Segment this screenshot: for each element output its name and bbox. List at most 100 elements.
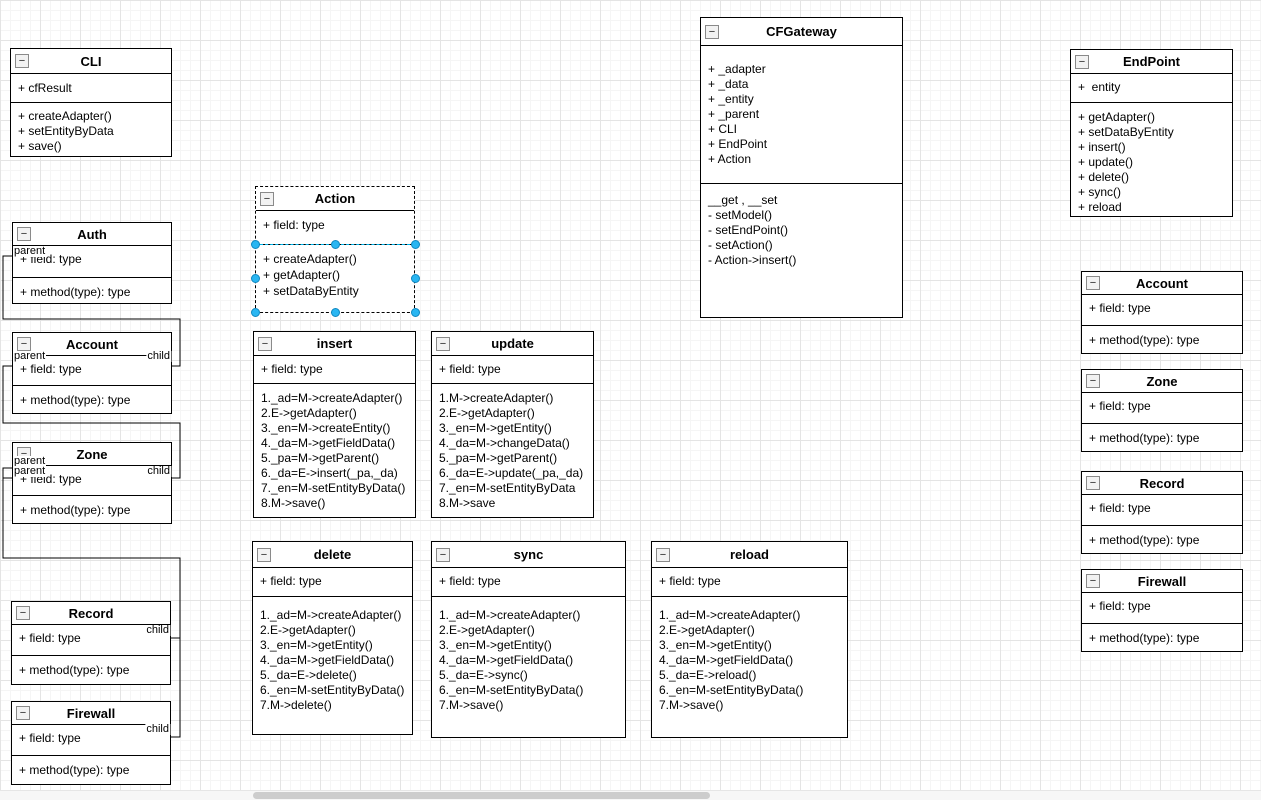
method-row[interactable]: - Action->insert() bbox=[708, 253, 797, 267]
method-row[interactable]: 4._da=M->getFieldData() bbox=[659, 653, 794, 667]
method-row[interactable]: 4._da=M->getFieldData() bbox=[261, 436, 396, 450]
method-row[interactable]: 5._pa=M->getParent() bbox=[439, 451, 558, 465]
selection-handle-e[interactable] bbox=[410, 274, 420, 283]
collapse-icon[interactable]: − bbox=[1075, 54, 1089, 69]
method-row[interactable]: - setEndPoint() bbox=[708, 223, 789, 237]
attribute-row[interactable]: + _adapter bbox=[708, 62, 766, 76]
edge-label-parent[interactable]: parent bbox=[13, 350, 47, 362]
methods-section[interactable]: + method(type): type bbox=[13, 386, 171, 413]
edge-label-child[interactable]: child bbox=[146, 350, 171, 362]
method-row[interactable]: 2.E->getAdapter() bbox=[260, 623, 356, 637]
selection-handle-s[interactable] bbox=[330, 308, 340, 317]
attributes-section[interactable]: + field: type bbox=[12, 625, 170, 656]
class-title-bar[interactable]: −reload bbox=[652, 542, 847, 568]
attribute-row[interactable]: + cfResult bbox=[18, 81, 72, 95]
methods-section[interactable]: + getAdapter()+ setDataByEntity+ insert(… bbox=[1071, 103, 1232, 216]
attributes-section[interactable]: + field: type bbox=[432, 356, 593, 384]
method-row[interactable]: 3._en=M->getEntity() bbox=[659, 638, 772, 652]
methods-section[interactable]: + method(type): type bbox=[1082, 624, 1242, 651]
class-record-left[interactable]: −Record + field: type + method(type): type bbox=[11, 601, 171, 685]
methods-section[interactable]: + method(type): type bbox=[1082, 326, 1242, 353]
horizontal-scrollbar-thumb[interactable] bbox=[253, 792, 710, 799]
attribute-row[interactable]: + field: type bbox=[1089, 599, 1151, 613]
class-firewall-right[interactable]: −Firewall + field: type + method(type): ty… bbox=[1081, 569, 1243, 652]
method-row[interactable]: + delete() bbox=[1078, 170, 1130, 184]
attribute-row[interactable]: + field: type bbox=[19, 731, 81, 745]
attributes-section[interactable]: + field: type bbox=[432, 568, 625, 597]
method-row[interactable]: 5._da=E->reload() bbox=[659, 668, 757, 682]
class-title-bar[interactable]: −Record bbox=[1082, 472, 1242, 495]
methods-section[interactable]: + method(type): type bbox=[13, 278, 171, 303]
method-row[interactable]: 2.E->getAdapter() bbox=[439, 406, 535, 420]
collapse-icon[interactable]: − bbox=[1086, 476, 1100, 490]
methods-section[interactable]: 1._ad=M->createAdapter()2.E->getAdapter(… bbox=[254, 384, 415, 517]
method-row[interactable]: 4._da=M->getFieldData() bbox=[439, 653, 574, 667]
method-row[interactable]: + reload bbox=[1078, 200, 1122, 214]
class-title-bar[interactable]: −CLI bbox=[11, 49, 171, 74]
edge-firewall-to-zone[interactable] bbox=[2, 477, 181, 738]
selection-handle-n[interactable] bbox=[330, 240, 340, 249]
edge-label-child[interactable]: child bbox=[145, 624, 170, 636]
attributes-section[interactable]: + field: type bbox=[13, 466, 171, 496]
class-title-bar[interactable]: −update bbox=[432, 332, 593, 356]
class-title-bar[interactable]: −insert bbox=[254, 332, 415, 356]
methods-section[interactable]: + method(type): type bbox=[1082, 526, 1242, 553]
selection-handle-se[interactable] bbox=[410, 308, 420, 317]
method-row[interactable]: + createAdapter() bbox=[18, 109, 112, 123]
method-row[interactable]: 1._ad=M->createAdapter() bbox=[439, 608, 581, 622]
method-row[interactable]: + update() bbox=[1078, 155, 1134, 169]
class-title-bar[interactable]: −Zone bbox=[13, 443, 171, 466]
class-title-bar[interactable]: −Firewall bbox=[12, 702, 170, 725]
method-row[interactable]: 2.E->getAdapter() bbox=[659, 623, 755, 637]
methods-section[interactable]: 1._ad=M->createAdapter()2.E->getAdapter(… bbox=[253, 597, 412, 734]
attribute-row[interactable]: + field: type bbox=[659, 574, 721, 588]
attribute-row[interactable]: + field: type bbox=[1089, 399, 1151, 413]
class-title-bar[interactable]: −delete bbox=[253, 542, 412, 568]
method-row[interactable]: 1._ad=M->createAdapter() bbox=[260, 608, 402, 622]
methods-section[interactable]: 1._ad=M->createAdapter()2.E->getAdapter(… bbox=[432, 597, 625, 737]
class-title-bar[interactable]: −Account bbox=[13, 333, 171, 356]
class-account-left[interactable]: −Account + field: type + method(type): typ… bbox=[12, 332, 172, 414]
method-row[interactable]: + setDataByEntity bbox=[1078, 125, 1174, 139]
method-row[interactable]: + method(type): type bbox=[1089, 631, 1200, 645]
method-row[interactable]: 4._da=M->changeData() bbox=[439, 436, 570, 450]
methods-section[interactable]: + method(type): type bbox=[12, 656, 170, 684]
method-row[interactable]: 6._da=E->update(_pa,_da) bbox=[439, 466, 584, 480]
method-row[interactable]: + getAdapter() bbox=[1078, 110, 1156, 124]
selection-handle-w[interactable] bbox=[250, 274, 260, 283]
edge-account-to-auth[interactable] bbox=[2, 255, 181, 367]
method-row[interactable]: 5._da=E->delete() bbox=[260, 668, 357, 682]
methods-section[interactable]: + method(type): type bbox=[12, 756, 170, 784]
attributes-section[interactable]: + field: type bbox=[12, 725, 170, 756]
methods-section[interactable]: 1.M->createAdapter()2.E->getAdapter()3._… bbox=[432, 384, 593, 517]
attribute-row[interactable]: + field: type bbox=[19, 631, 81, 645]
attribute-row[interactable]: + field: type bbox=[263, 218, 325, 232]
collapse-icon[interactable]: − bbox=[15, 54, 29, 68]
class-action[interactable]: −Action+ field: type+ createAdapter()+ g… bbox=[255, 186, 415, 313]
class-title-bar[interactable]: −Firewall bbox=[1082, 570, 1242, 593]
class-title-bar[interactable]: −EndPoint bbox=[1071, 50, 1232, 74]
attributes-section[interactable]: + field: type bbox=[254, 356, 415, 384]
method-row[interactable]: 7.M->save() bbox=[659, 698, 724, 712]
class-title-bar[interactable]: −Record bbox=[12, 602, 170, 625]
class-title-bar[interactable]: −Action bbox=[256, 187, 414, 211]
method-row[interactable]: 3._en=M->getEntity() bbox=[439, 421, 552, 435]
attribute-row[interactable]: + field: type bbox=[439, 362, 501, 376]
method-row[interactable]: 7._en=M-setEntityByData() bbox=[261, 481, 406, 495]
attribute-row[interactable]: + field: type bbox=[261, 362, 323, 376]
attribute-row[interactable]: + _parent bbox=[708, 107, 760, 121]
attribute-row[interactable]: + field: type bbox=[20, 472, 82, 486]
attribute-row[interactable]: + field: type bbox=[20, 362, 82, 376]
method-row[interactable]: - setAction() bbox=[708, 238, 773, 252]
class-auth[interactable]: −Auth+ field: type+ method(type): type bbox=[12, 222, 172, 304]
edge-zone-to-account[interactable] bbox=[2, 365, 181, 479]
class-title-bar[interactable]: −sync bbox=[432, 542, 625, 568]
collapse-icon[interactable]: − bbox=[257, 547, 271, 562]
method-row[interactable]: + method(type): type bbox=[1089, 533, 1200, 547]
method-row[interactable]: + method(type): type bbox=[19, 663, 130, 677]
collapse-icon[interactable]: − bbox=[260, 191, 274, 206]
class-endpoint[interactable]: −EndPoint+ entity+ getAdapter()+ setData… bbox=[1070, 49, 1233, 217]
method-row[interactable]: + method(type): type bbox=[20, 393, 131, 407]
class-cfgateway[interactable]: −CFGateway+ _adapter+ _data+ _entity+ _p… bbox=[700, 17, 903, 318]
